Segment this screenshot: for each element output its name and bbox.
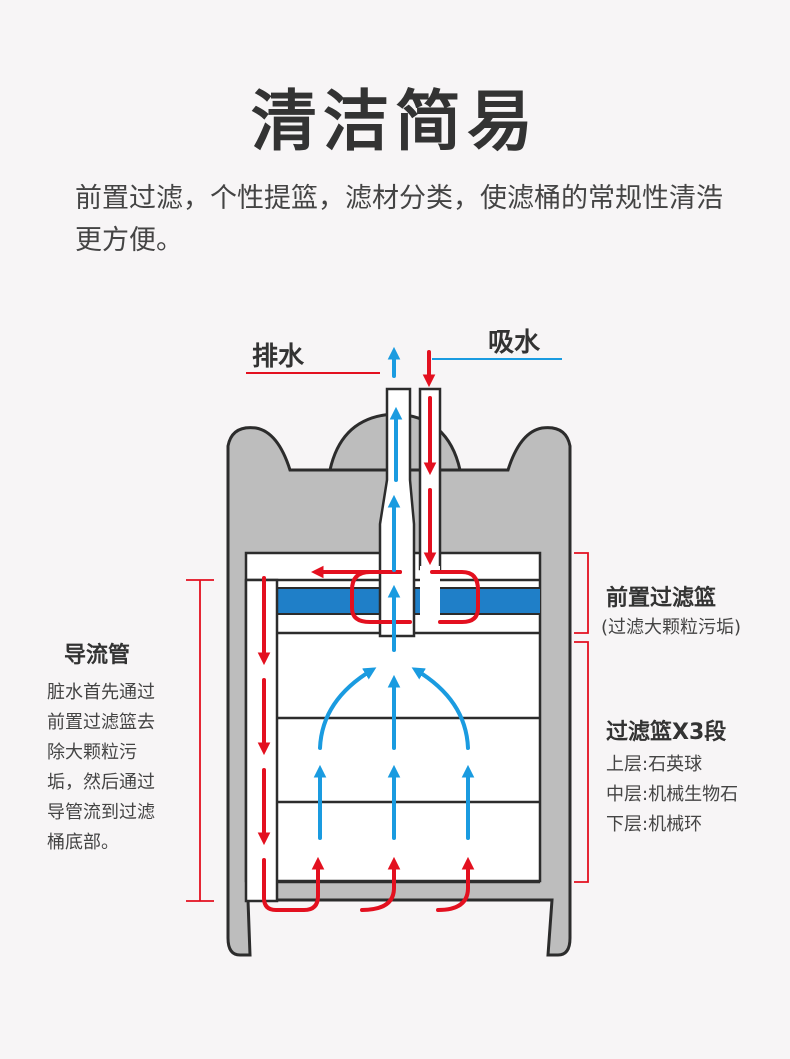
page-title: 清洁简易 (251, 83, 539, 160)
pre-filter-note: (过滤大颗粒污垢) (601, 617, 742, 638)
guide-pipe-title: 导流管 (64, 643, 131, 668)
filter-stage-title: 过滤篮X3段 (606, 720, 727, 745)
filter-stage-items: 上层:石英球 中层:机械生物石 下层:机械环 (606, 754, 739, 835)
inlet-label: 吸水 (488, 328, 541, 358)
guide-pipe (244, 578, 279, 903)
outlet-pipe (378, 387, 416, 638)
outflow-arrows (313, 346, 475, 840)
page-description: 前置过滤，个性提篮，滤材分类，使滤桶的常规性清浩更方便。 (75, 183, 723, 256)
outlet-label: 排水 (252, 342, 305, 372)
inflow-arrows (257, 350, 480, 912)
guide-pipe-description: 脏水首先通过 前置过滤篮去 除大颗粒污 垢，然后通过 导管流到过滤 桶底部。 (47, 682, 155, 853)
pre-filter-title: 前置过滤篮 (606, 586, 717, 611)
